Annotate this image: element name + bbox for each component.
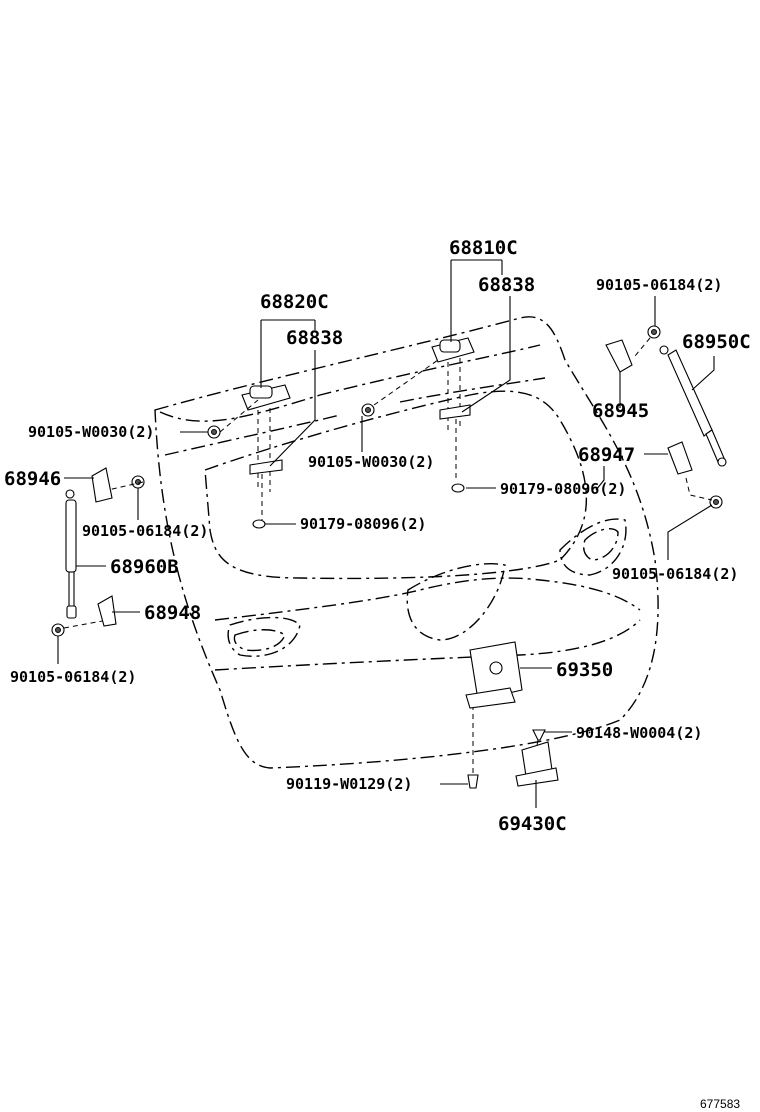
label-90148-w0004: 90148-W0004(2) [576, 724, 702, 742]
label-68947: 68947 [578, 444, 635, 466]
bracket-68948 [97, 595, 117, 627]
nut-icon [252, 519, 266, 529]
label-68838-right: 68838 [478, 274, 535, 296]
label-68946: 68946 [4, 468, 61, 490]
label-68945: 68945 [592, 400, 649, 422]
label-90105-06184-right: 90105-06184(2) [612, 565, 738, 583]
label-90119-w0129: 90119-W0129(2) [286, 775, 412, 793]
label-90179-08096-right: 90179-08096(2) [500, 480, 626, 498]
screw-icon [532, 729, 546, 741]
label-68810c: 68810C [449, 237, 518, 259]
label-68838-left: 68838 [286, 327, 343, 349]
illustration-number: 677583 [700, 1097, 740, 1111]
label-90105-w0030-left: 90105-W0030(2) [28, 423, 154, 441]
bracket-68945 [605, 339, 633, 373]
leader-lines [57, 259, 715, 808]
hinge-68810c-illustration [431, 337, 475, 482]
label-68948: 68948 [144, 602, 201, 624]
label-69430c: 69430C [498, 813, 567, 835]
nut-icon [451, 483, 465, 493]
label-69350: 69350 [556, 659, 613, 681]
part-labels: 68810C 68838 68820C 68838 90105-06184(2)… [4, 237, 751, 1111]
label-90105-06184-top: 90105-06184(2) [596, 276, 722, 294]
label-90105-06184-left: 90105-06184(2) [82, 522, 208, 540]
striker-69430c-illustration [515, 741, 559, 787]
label-90105-06184-bottom: 90105-06184(2) [10, 668, 136, 686]
damper-68960b-illustration [65, 467, 117, 627]
bracket-68946 [91, 467, 113, 503]
bolt-icon [467, 774, 479, 789]
label-90105-w0030-center: 90105-W0030(2) [308, 453, 434, 471]
back-door-outline [154, 316, 659, 769]
label-90179-08096-left: 90179-08096(2) [300, 515, 426, 533]
bracket-68947 [667, 441, 693, 475]
label-68820c: 68820C [260, 291, 329, 313]
hinge-68820c-illustration [241, 384, 291, 520]
label-68960b: 68960B [110, 556, 179, 578]
label-68950c: 68950C [682, 331, 751, 353]
damper-68950c-illustration [605, 339, 727, 475]
lock-69350-illustration [465, 641, 523, 709]
